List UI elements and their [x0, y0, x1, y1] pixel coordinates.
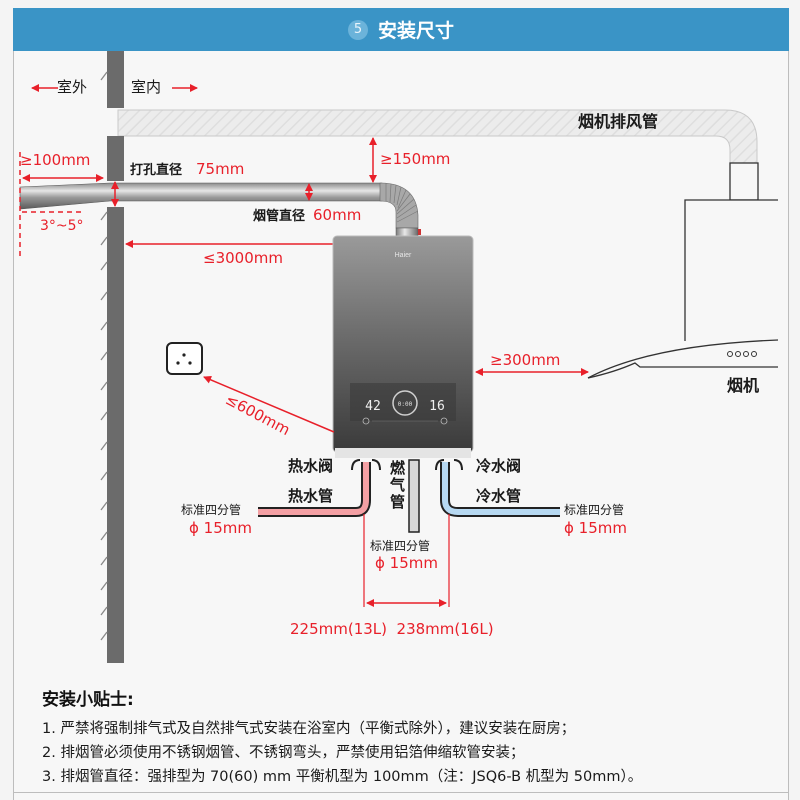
cold-pipe-label: 冷水管	[476, 487, 522, 505]
ceiling-clearance-label: ≥150mm	[380, 150, 451, 168]
section-header: 5 安装尺寸	[13, 8, 789, 51]
hood-clearance-label: ≥300mm	[490, 351, 561, 369]
tips-title: 安装小贴士:	[42, 690, 134, 710]
power-socket	[166, 342, 203, 375]
outdoor-label: 室外	[57, 78, 88, 96]
std-pipe-left-diameter: ϕ 15mm	[189, 519, 252, 537]
hot-valve-label: 热水阀	[288, 457, 334, 475]
hot-water-pipe	[258, 459, 381, 517]
std-pipe-center-label: 标准四分管	[370, 539, 431, 553]
cold-water-pipe	[435, 459, 560, 517]
range-hood-label: 烟机	[727, 376, 760, 395]
tip-item-3: 3. 排烟管直径：强排型为 70(60) mm 平衡机型为 100mm（注：JS…	[42, 769, 643, 785]
hole-diameter-label: 打孔直径	[130, 163, 183, 178]
heater-display-right: 16	[429, 399, 445, 414]
wall	[100, 51, 124, 663]
indoor-label: 室内	[131, 78, 162, 96]
cold-valve-label: 冷水阀	[476, 457, 522, 475]
max-flue-length-label: ≤3000mm	[203, 249, 283, 267]
gas-pipe	[408, 459, 420, 533]
installation-tips: 安装小贴士: 1. 严禁将强制排气式及自然排气式安装在浴室内（平衡式除外），建议…	[13, 675, 789, 793]
std-pipe-center-diameter: ϕ 15mm	[375, 554, 438, 572]
tip-item-2: 2. 排烟管必须使用不锈钢烟管、不锈钢弯头，严禁使用铝箔伸缩软管安装；	[42, 745, 525, 761]
std-pipe-left-label: 标准四分管	[181, 503, 242, 517]
step-number-badge: 5	[347, 19, 368, 40]
pipe-spacing-label: 225mm(13L) 238mm(16L)	[290, 620, 494, 638]
range-hood	[587, 162, 779, 379]
tip-item-1: 1. 严禁将强制排气式及自然排气式安装在浴室内（平衡式除外），建议安装在厨房；	[42, 721, 576, 737]
outside-extension-label: ≥100mm	[20, 151, 91, 169]
flue-diameter-label: 烟管直径	[253, 209, 306, 224]
slope-label: 3°~5°	[40, 218, 84, 234]
slope-indicator	[19, 152, 85, 260]
heater-display-center: 0:00	[398, 401, 413, 408]
hood-exhaust-duct-label: 烟机排风管	[578, 112, 659, 131]
heater-display-left: 42	[365, 399, 381, 414]
water-heater	[332, 235, 474, 458]
std-pipe-right-label: 标准四分管	[564, 503, 625, 517]
section-title: 安装尺寸	[377, 20, 454, 42]
flue-diameter-value: 60mm	[313, 206, 362, 224]
hot-pipe-label: 热水管	[288, 487, 334, 505]
hole-diameter-value: 75mm	[196, 160, 245, 178]
heater-brand-logo: Haier	[395, 252, 412, 259]
dim-pipe-spacing	[363, 514, 450, 607]
dim-socket-distance	[203, 376, 335, 433]
std-pipe-right-diameter: ϕ 15mm	[564, 519, 627, 537]
gas-pipe-label: 燃气管	[390, 459, 406, 511]
